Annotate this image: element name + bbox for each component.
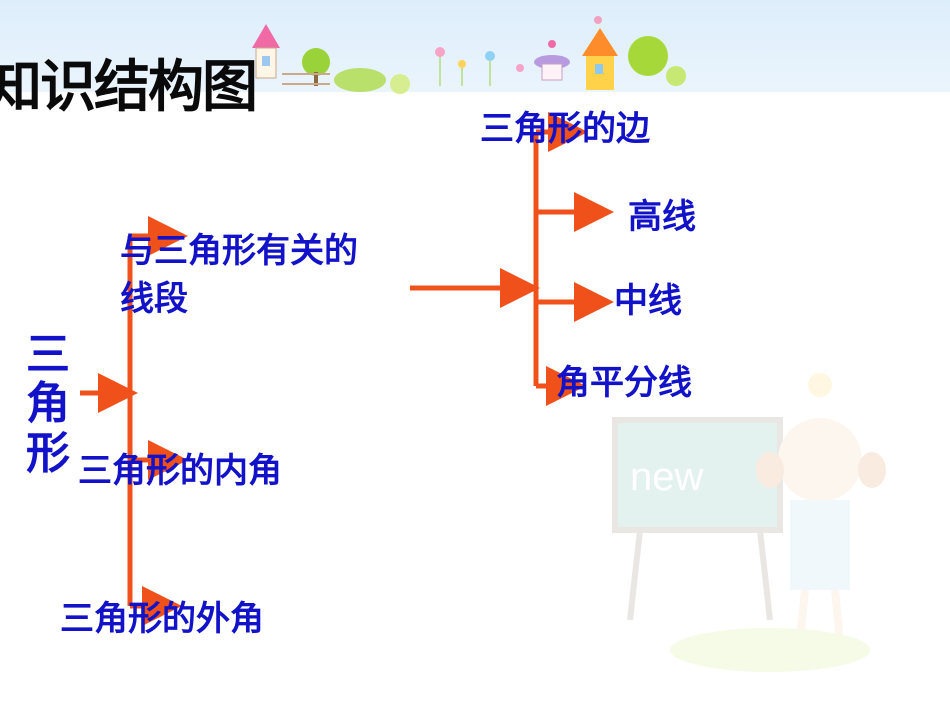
blackboard-icon: new — [612, 417, 783, 621]
heart-icon — [548, 16, 602, 48]
bush-icon — [334, 68, 410, 94]
node-median: 中线 — [614, 281, 682, 321]
grass-icon — [670, 628, 870, 672]
node-side: 三角形的边 — [480, 109, 650, 149]
node-altitude: 高线 — [628, 197, 696, 237]
banner-decoration — [252, 16, 686, 94]
slide-title: 知识结构图 — [0, 55, 258, 120]
house-icon — [252, 24, 280, 79]
root-node: 三角形 — [26, 329, 70, 479]
castle-icon — [582, 28, 618, 90]
tree-icon — [302, 48, 330, 86]
blackboard-word: new — [630, 455, 703, 499]
tree-icon-right — [628, 36, 686, 86]
flower-icons — [435, 47, 524, 86]
bird-icon — [808, 373, 832, 397]
node-segments: 与三角形有关的线段 — [120, 231, 358, 319]
fence-icon — [282, 73, 330, 85]
top-banner — [0, 0, 950, 92]
node-inner-angle: 三角形的内角 — [78, 451, 282, 491]
mushroom-house-icon — [534, 55, 570, 81]
node-outer-angle: 三角形的外角 — [60, 599, 264, 639]
node-bisector: 角平分线 — [556, 363, 692, 403]
girl-icon — [756, 418, 886, 641]
